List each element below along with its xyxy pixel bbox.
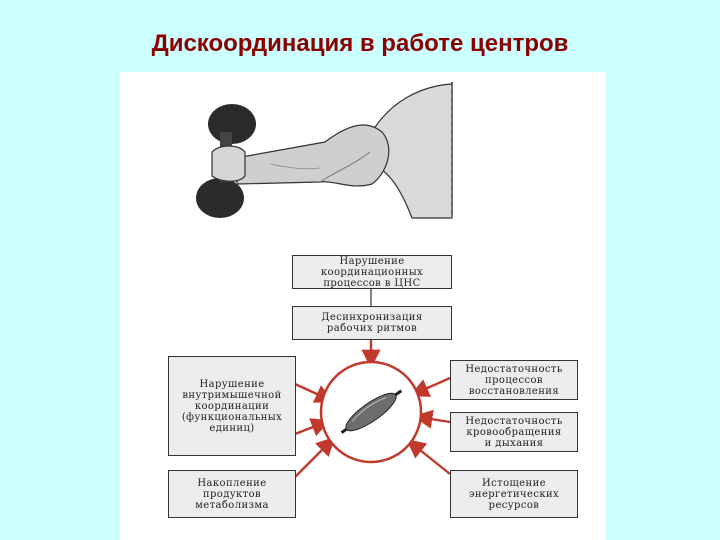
box-rhythm-desync: Десинхронизация рабочих ритмов bbox=[292, 306, 452, 340]
arrow-circulation-to-muscle bbox=[413, 409, 451, 429]
box-circulation-insufficiency: Недостаточность кровообращения и дыхания bbox=[450, 412, 578, 452]
box-intramuscular-coordination: Нарушение внутримышечной координации (фу… bbox=[168, 356, 296, 456]
slide-title: Дискоординация в работе центров bbox=[151, 30, 569, 57]
arm-with-dumbbell-icon bbox=[196, 82, 453, 219]
arrow-metabolism-to-muscle bbox=[289, 436, 336, 483]
arrow-recovery-to-muscle bbox=[409, 376, 451, 397]
box-metabolite-accumulation: Накопление продуктов метаболизма bbox=[168, 470, 296, 518]
box-cns-coordination: Нарушение координационных процессов в ЦН… bbox=[292, 255, 452, 289]
box-energy-depletion: Истощение энергетических ресурсов bbox=[450, 470, 578, 518]
red-arrows bbox=[289, 340, 451, 483]
arrow-intramuscular-low-to-muscle bbox=[294, 418, 331, 437]
arrow-energy-to-muscle bbox=[406, 439, 451, 475]
box-recovery-insufficiency: Недостаточность процессов восстановления bbox=[450, 360, 578, 400]
muscle-icon bbox=[340, 389, 403, 434]
diagram-svg bbox=[196, 82, 453, 483]
diagram-figure: Нарушение координационных процессов в ЦН… bbox=[120, 72, 606, 540]
